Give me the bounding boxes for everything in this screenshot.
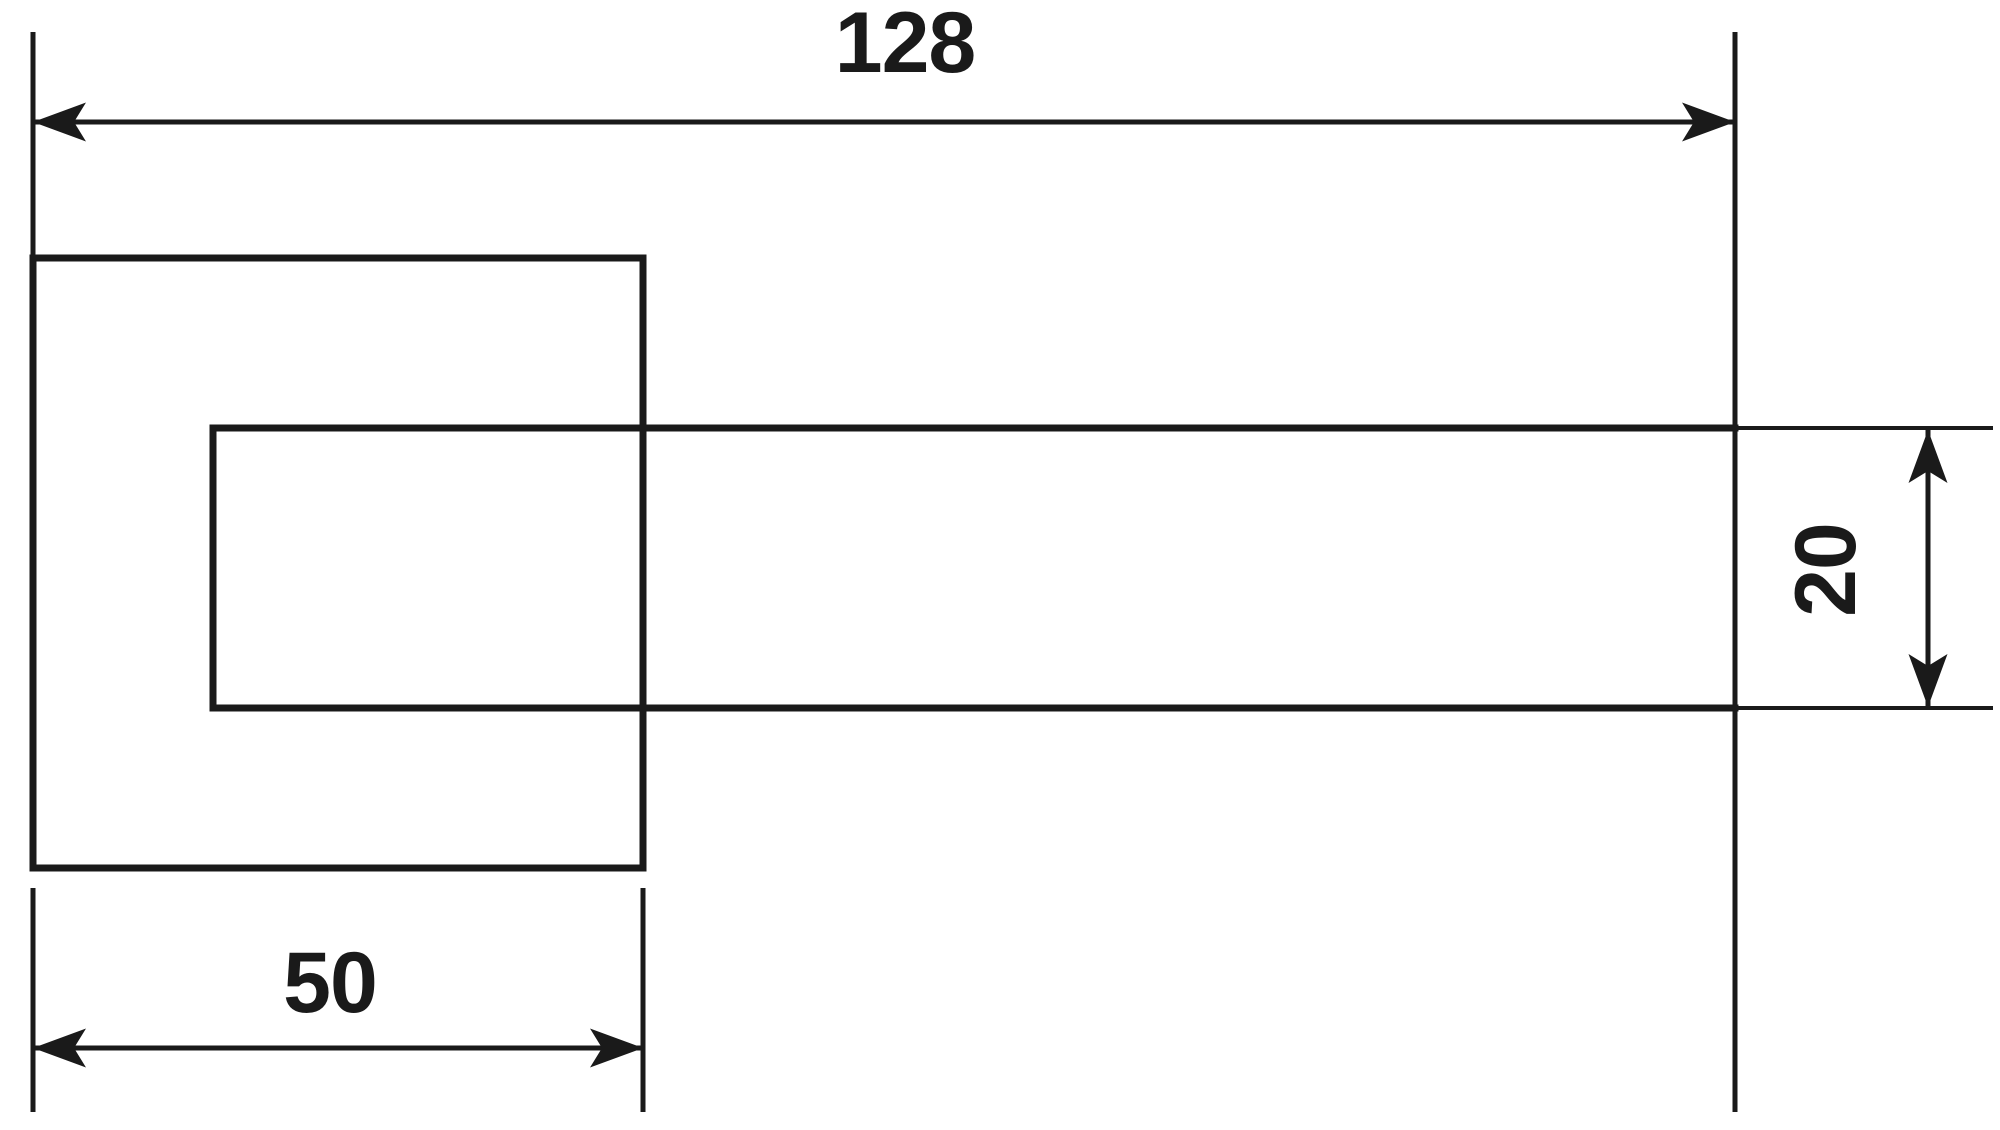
dimension-20-label: 20 [1778,523,1874,617]
dimension-128-label: 128 [835,0,976,91]
rosette-plate-outline [29,254,647,872]
dimension-20: 20 [1778,429,1948,707]
extension-lines-group [30,32,1993,1112]
dimension-50-label: 50 [283,935,377,1031]
dimension-50: 50 [32,935,643,1068]
dimension-128: 128 [32,0,1735,142]
object-outline-group [29,254,1739,872]
lever-handle-outline [209,424,1739,712]
